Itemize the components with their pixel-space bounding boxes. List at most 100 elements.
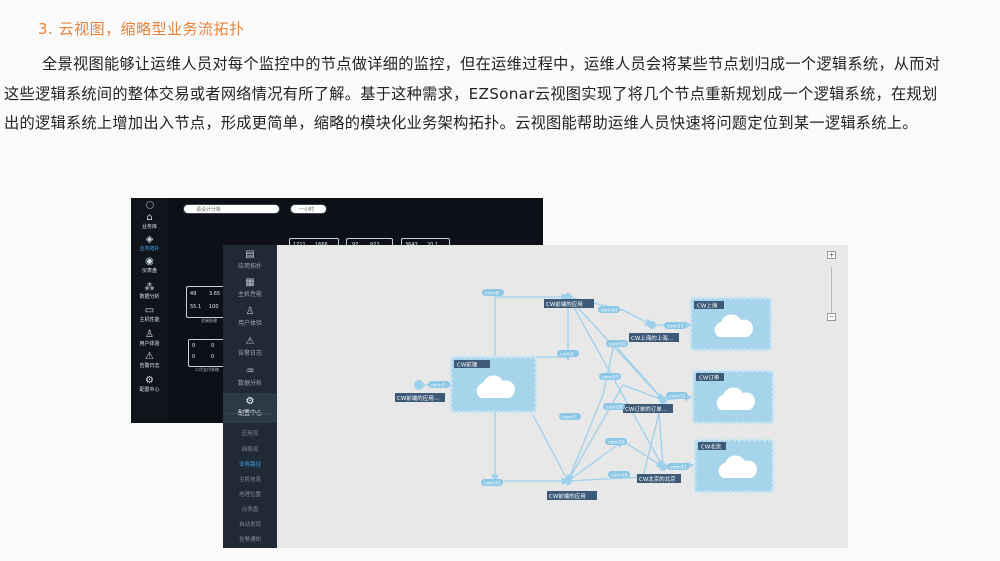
edge-24 (658, 412, 664, 468)
svg-text:CW上海的上海...: CW上海的上海... (631, 334, 673, 342)
topology-canvas: CW前端 CW上海 CW订单 CW北京 (395, 289, 775, 500)
svg-text:conn13: conn13 (670, 465, 687, 471)
node-label-order[interactable]: CW订单的订单... (623, 404, 673, 413)
metric-bottom-caption: 二代支付系统 (195, 367, 219, 372)
cloud-node-front[interactable]: CW前端 (449, 355, 538, 414)
edge-18 (567, 476, 644, 482)
conn-pill-8[interactable]: conn8 (482, 289, 504, 297)
cloud-node-beijing[interactable]: CW北京 (693, 438, 775, 494)
user-icon: ♙ (245, 306, 255, 317)
conn-pill-10[interactable]: conn10 (606, 340, 628, 348)
endpoint-dots (414, 293, 667, 485)
topo-sub-geo[interactable]: 地理位置 (238, 492, 261, 498)
svg-text:conn16: conn16 (611, 473, 628, 479)
conn-pill-11[interactable]: conn11 (664, 322, 686, 330)
dark-nav-home[interactable]: ⌂业务库 (131, 212, 168, 230)
zoom-in-button[interactable]: + (827, 251, 836, 259)
cloud-node-order[interactable]: CW订单 (691, 369, 775, 425)
warning-icon: ⚠ (145, 351, 154, 362)
conn-pill-19[interactable]: conn19 (605, 438, 627, 446)
dark-search-input[interactable]: 请设计分析 (183, 204, 280, 214)
topo-side-analysis[interactable]: ♒数据分析 (223, 366, 277, 387)
section-heading: 3. 云视图，缩略型业务流拓扑 (38, 20, 245, 38)
node-label-front-app[interactable]: CW前端的应用 (544, 299, 594, 308)
dark-sidebar: ⌂业务库 ◈业务拓扑 ◉仪表盘 ⁂数据分析 ▭主机性能 ♙用户体验 ⚠告警日志 … (131, 198, 168, 423)
topology-sidebar: ▤应用拓扑 ▦主机性能 ♙用户体验 ⚠告警日志 ♒数据分析 ⚙配置中心 应用流 … (223, 245, 277, 548)
conn-pill-12[interactable]: conn12 (666, 392, 688, 400)
svg-text:CW订单的订单...: CW订单的订单... (625, 405, 667, 413)
svg-text:conn19: conn19 (608, 440, 625, 446)
topo-sub-appflow[interactable]: 应用流 (241, 431, 259, 437)
user-icon: ♙ (145, 329, 154, 340)
dark-nav-warning[interactable]: ⚠告警日志 (131, 351, 168, 369)
settings-icon: ⚙ (145, 375, 154, 386)
analysis-icon: ♒ (245, 366, 255, 377)
dot-4 (659, 396, 667, 404)
dark-logo-icon (146, 201, 154, 209)
dark-nav-topology[interactable]: ◈业务拓扑 (131, 234, 168, 252)
intro-paragraph: 全景视图能够让运维人员对每个监控中的节点做详细的监控，但在运维过程中，运维人员会… (4, 55, 941, 132)
dark-nav-host[interactable]: ▭主机性能 (131, 305, 168, 323)
svg-text:CW前端的应用: CW前端的应用 (546, 300, 583, 308)
dark-nav-user[interactable]: ♙用户体验 (131, 329, 168, 347)
dark-time-select[interactable]: 一小时 (290, 204, 327, 214)
node-label-shanghai-in[interactable]: CW上海的上海... (629, 333, 679, 342)
edge-15 (532, 414, 569, 482)
conn-pill-15[interactable]: conn15 (481, 479, 503, 487)
cloud-label-order: CW订单 (699, 374, 720, 382)
topo-sub-alert[interactable]: 告警通知 (238, 537, 261, 543)
edge-20 (622, 440, 665, 468)
topo-side-app[interactable]: ▤应用拓扑 (223, 249, 277, 270)
svg-text:conn1: conn1 (431, 383, 445, 389)
topo-sub-hostinfo[interactable]: 主机信息 (238, 477, 261, 483)
topo-side-user[interactable]: ♙用户体验 (223, 306, 277, 327)
svg-text:conn8: conn8 (485, 291, 499, 297)
edge-7 (567, 296, 664, 469)
dark-nav-analysis[interactable]: ⁂数据分析 (131, 282, 168, 300)
cloud-view-topology-screenshot: ▤应用拓扑 ▦主机性能 ♙用户体验 ⚠告警日志 ♒数据分析 ⚙配置中心 应用流 … (223, 245, 848, 548)
node-label-front-out[interactable]: CW前端的应用... (395, 393, 445, 402)
dot-5 (659, 463, 667, 471)
dashboard-icon: ◉ (145, 256, 154, 267)
svg-text:CW前端的应用...: CW前端的应用... (397, 394, 439, 402)
home-icon: ⌂ (146, 212, 153, 223)
conn-pill-14[interactable]: conn14 (598, 306, 620, 314)
dark-nav-settings[interactable]: ⚙配置中心 (131, 375, 168, 393)
metric-left-caption: 交易处理 (201, 318, 217, 323)
edge-11 (566, 343, 615, 483)
edge-6 (567, 296, 664, 401)
host-icon: ▦ (245, 277, 255, 288)
cloud-node-shanghai[interactable]: CW上海 (689, 296, 773, 352)
sidebar-active-bg (223, 393, 277, 423)
zoom-out-button[interactable]: − (827, 313, 836, 321)
node-label-beijing[interactable]: CW北京的北京 (637, 474, 681, 483)
conn-pill-7[interactable]: conn7 (559, 413, 581, 421)
zoom-control: + − (827, 245, 837, 330)
topo-sub-autodiscover[interactable]: 自动发现 (238, 522, 261, 528)
node-label-front-app2[interactable]: CW前端的应用 (547, 491, 597, 500)
svg-text:conn10: conn10 (609, 342, 626, 348)
topo-side-warning[interactable]: ⚠告警日志 (223, 336, 277, 357)
edge-16 (567, 440, 625, 482)
topo-sub-dashboard[interactable]: 仪表盘 (241, 507, 259, 513)
conn-pill-16[interactable]: conn16 (608, 471, 630, 479)
topo-side-host[interactable]: ▦主机性能 (223, 277, 277, 298)
conn-pill-13[interactable]: conn13 (667, 463, 689, 471)
svg-text:conn12: conn12 (669, 394, 686, 400)
zoom-slider[interactable] (831, 267, 832, 313)
dot-6 (564, 477, 572, 485)
app-icon: ▤ (245, 249, 255, 260)
dark-nav-dashboard[interactable]: ◉仪表盘 (131, 256, 168, 274)
conn-pill-17[interactable]: conn17 (599, 373, 621, 381)
edge-19 (622, 384, 664, 401)
svg-text:conn17: conn17 (602, 375, 619, 381)
cloud-label-front: CW前端 (457, 361, 478, 369)
conn-pill-1[interactable]: conn1 (428, 381, 450, 389)
warning-icon: ⚠ (245, 336, 255, 347)
conn-pill-18[interactable]: conn18 (603, 403, 625, 411)
conn-pill-2[interactable]: conn2 (557, 350, 579, 358)
topo-sub-netflow[interactable]: 网络流 (241, 447, 259, 453)
topo-sub-bizpath[interactable]: 业务路径 (238, 462, 261, 468)
svg-text:conn14: conn14 (601, 308, 618, 314)
edge-5 (622, 309, 654, 326)
